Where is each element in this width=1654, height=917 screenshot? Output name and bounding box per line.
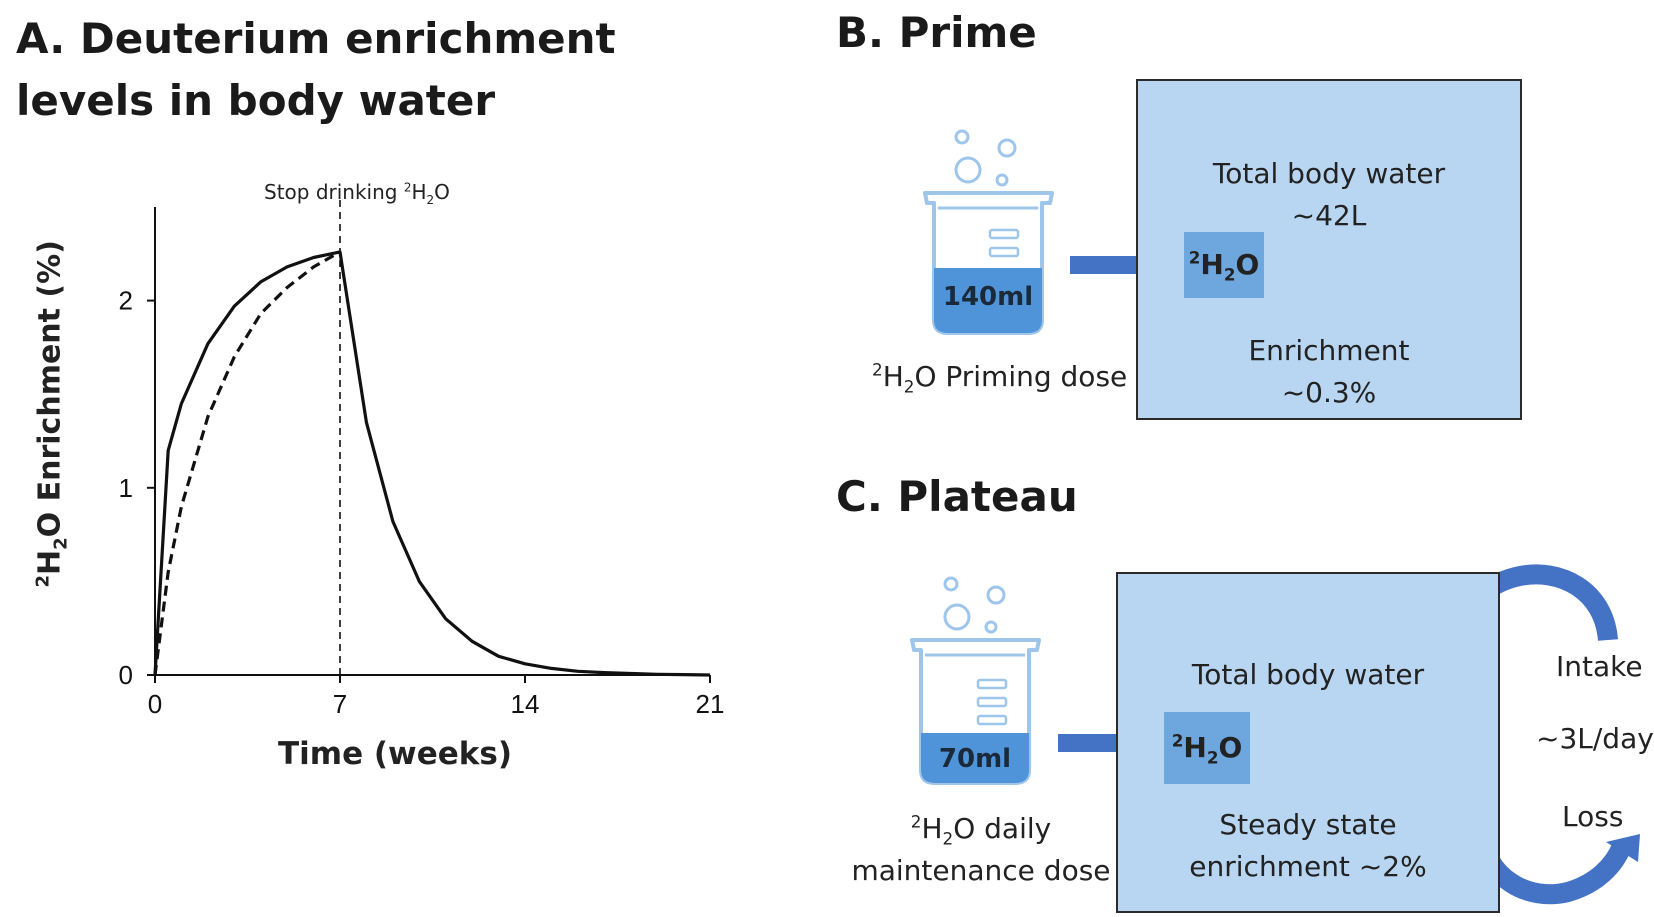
- prime-box-line4: ~0.3%: [1281, 376, 1377, 409]
- x-tick-label: 14: [511, 689, 540, 719]
- y-tick-label: 1: [119, 473, 133, 503]
- beaker-b-icon: [923, 129, 1054, 335]
- intake-label: Intake: [1556, 650, 1643, 683]
- maintenance-dose-caption-line2: maintenance dose: [851, 854, 1111, 887]
- beaker-c-icon: [910, 576, 1041, 785]
- prime-box-line1: Total body water: [1212, 157, 1446, 190]
- panel-c-title: C. Plateau: [836, 472, 1078, 521]
- y-tick-label: 2: [119, 286, 133, 316]
- rate-label: ~3L/day: [1536, 722, 1654, 755]
- x-axis-label: Time (weeks): [278, 736, 512, 772]
- panel-a-title: A. Deuterium enrichment levels in body w…: [16, 14, 616, 125]
- panel-b-title: B. Prime: [836, 8, 1037, 57]
- priming-dose-caption: 2H2O Priming dose: [872, 359, 1128, 397]
- x-tick-label: 21: [696, 689, 725, 719]
- stop-drinking-annotation: Stop drinking 2H2O: [264, 180, 450, 207]
- x-tick-label: 7: [333, 689, 347, 719]
- beaker-c-volume: 70ml: [938, 744, 1012, 774]
- loss-label: Loss: [1562, 800, 1624, 833]
- beaker-b-volume: 140ml: [942, 282, 1034, 312]
- prime-box-line2: ~42L: [1291, 199, 1367, 232]
- dashed-series-line: [153, 250, 341, 676]
- plateau-box-line2: Steady state: [1219, 808, 1397, 841]
- plateau-h2o-chip: 2H2O: [1164, 712, 1250, 784]
- solid-series-line: [153, 250, 711, 677]
- y-tick-label: 0: [119, 660, 133, 690]
- loss-cycle-arrow-icon: [1470, 826, 1640, 905]
- x-tick-label: 0: [148, 689, 162, 719]
- prime-h2o-chip: 2H2O: [1184, 232, 1264, 298]
- enrichment-chart: 0 7 14 21 0 1 2: [119, 200, 725, 719]
- prime-box-line3: Enrichment: [1248, 334, 1410, 367]
- plateau-box-line1: Total body water: [1191, 658, 1425, 691]
- plateau-box-line3: enrichment ~2%: [1189, 850, 1427, 883]
- maintenance-dose-caption-line1: 2H2O daily: [910, 811, 1052, 849]
